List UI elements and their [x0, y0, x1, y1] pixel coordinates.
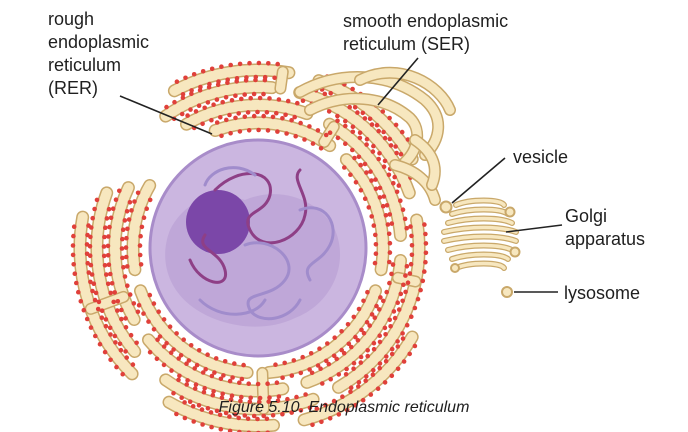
chromatin	[188, 166, 335, 321]
golgi-apparatus	[439, 197, 521, 298]
leader-lines	[119, 57, 563, 293]
label-golgi: Golgi apparatus	[565, 205, 645, 251]
label-rer: rough endoplasmic reticulum (RER)	[48, 8, 149, 100]
figure-caption: Figure 5.10. Endoplasmic reticulum	[218, 399, 470, 416]
leader-rer	[119, 95, 213, 135]
label-ser-line2: reticulum (SER)	[343, 34, 471, 54]
label-rer-line3: reticulum	[48, 55, 122, 75]
leader-vesicle	[451, 157, 506, 204]
label-rer-line1: rough	[48, 9, 95, 29]
label-ser: smooth endoplasmic reticulum (SER)	[343, 10, 508, 56]
er-membranes	[73, 63, 426, 432]
nucleolus	[186, 190, 250, 254]
label-lysosome: lysosome	[564, 283, 641, 303]
label-golgi-line1: Golgi	[565, 206, 608, 226]
ribosomes	[70, 60, 429, 432]
label-ser-line1: smooth endoplasmic	[343, 11, 509, 31]
label-rer-line2: endoplasmic	[48, 32, 150, 52]
label-rer-line4: (RER)	[48, 78, 98, 98]
label-golgi-line2: apparatus	[565, 229, 646, 249]
nucleus	[148, 138, 368, 358]
smooth-er-tubules	[294, 66, 456, 206]
leader-ser	[377, 57, 419, 106]
leader-golgi	[505, 224, 563, 233]
label-vesicle: vesicle	[513, 147, 569, 167]
